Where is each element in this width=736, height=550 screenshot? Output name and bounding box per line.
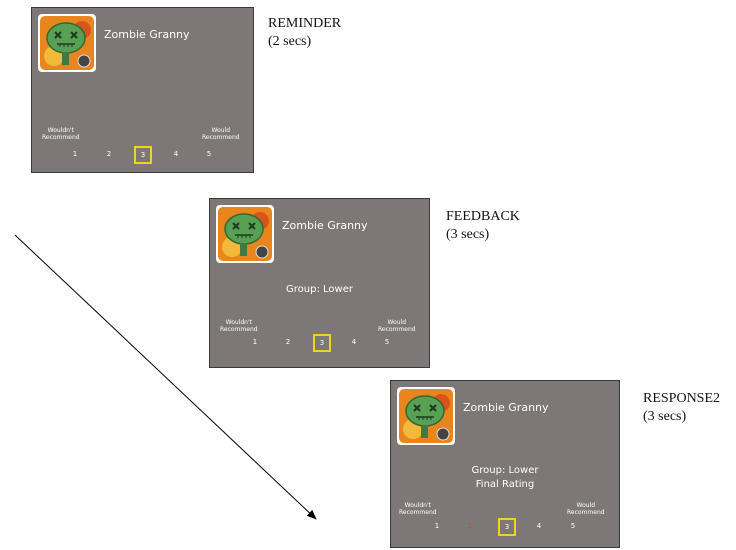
final-rating-prompt: Final Rating: [475, 479, 535, 490]
group-text: Group: Lower: [471, 465, 539, 476]
rating-option-5: 5: [384, 338, 390, 346]
zombie-granny-app-icon: [397, 387, 455, 445]
feedback-label: FEEDBACK(3 secs): [446, 209, 520, 242]
rating-option-3-selected: 3: [313, 334, 331, 352]
zombie-granny-app-icon: [216, 205, 274, 263]
reminder-label: REMINDER(2 secs): [268, 16, 342, 49]
rating-option-4: 4: [351, 338, 357, 346]
group-text: Group: Lower: [286, 284, 353, 295]
rating-option-3-selected: 3: [134, 146, 152, 164]
rating-option-4: 4: [173, 150, 179, 158]
rating-option-2: 2: [285, 338, 291, 346]
response2-label: RESPONSE2(3 secs): [643, 391, 721, 424]
app-title: Zombie Granny: [282, 219, 368, 232]
rating-option-2-highlighted[interactable]: 2: [467, 522, 473, 530]
rating-option-1[interactable]: 1: [434, 522, 440, 530]
app-title: Zombie Granny: [104, 28, 190, 41]
rating-option-2: 2: [106, 150, 112, 158]
rating-option-1: 1: [72, 150, 78, 158]
rating-option-4[interactable]: 4: [536, 522, 542, 530]
rating-option-5[interactable]: 5: [570, 522, 576, 530]
app-title: Zombie Granny: [463, 401, 549, 414]
rating-option-3-selected[interactable]: 3: [498, 518, 516, 536]
rating-option-5: 5: [206, 150, 212, 158]
rating-option-1: 1: [252, 338, 258, 346]
response2-screen: Zombie Granny Group: Lower Final Rating …: [390, 380, 620, 548]
zombie-granny-app-icon: [38, 14, 96, 72]
